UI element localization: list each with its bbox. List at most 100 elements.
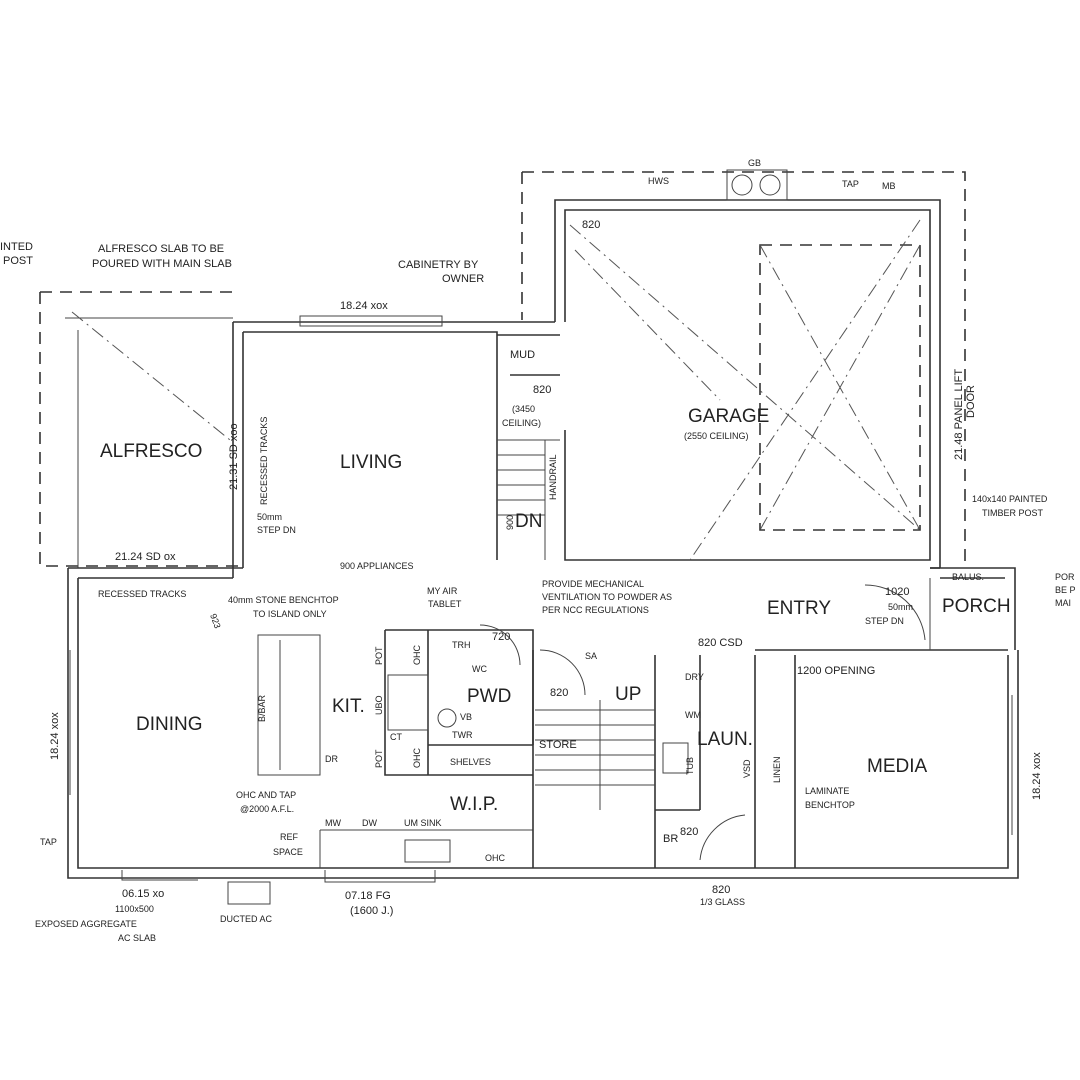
room-porch: PORCH (942, 596, 1011, 617)
dimension: 06.15 xo (122, 888, 164, 900)
note: 50mm (888, 602, 913, 612)
dimension: 18.24 xox (340, 300, 388, 312)
note: OWNER (442, 273, 484, 285)
note: OHC (412, 645, 422, 666)
note: TAP (842, 179, 859, 189)
room-store: STORE (539, 739, 577, 751)
note: 900 APPLIANCES (340, 561, 414, 571)
note: UM SINK (404, 818, 442, 828)
note: POT (374, 646, 384, 665)
dimension: 820 (533, 384, 551, 396)
walls (39, 169, 1019, 905)
note: GB (748, 158, 761, 168)
dimension: 1020 (885, 586, 909, 598)
note: EXPOSED AGGREGATE (35, 919, 137, 929)
note: DR (325, 754, 338, 764)
room-living: LIVING (340, 452, 402, 473)
room-wip: W.I.P. (450, 794, 498, 815)
note: REF (280, 832, 299, 842)
note: TUB (685, 757, 695, 775)
note: 40mm STONE BENCHTOP (228, 595, 339, 605)
note: @2000 A.F.L. (240, 804, 294, 814)
stair-up: UP (615, 684, 641, 705)
note: WM (685, 710, 701, 720)
dimension: 21.24 SD ox (115, 551, 176, 563)
note: CT (390, 732, 402, 742)
note: B/BAR (257, 694, 267, 722)
note: 1100x500 (115, 904, 154, 914)
dimension: 18.24 xox (1031, 752, 1043, 800)
dimension: 07.18 FG (345, 890, 391, 902)
dimension: 820 (550, 687, 568, 699)
note: BENCHTOP (805, 800, 855, 810)
note: MB (882, 181, 896, 191)
note: 1/3 GLASS (700, 897, 745, 907)
note: MY AIR (427, 586, 458, 596)
note: OHC AND TAP (236, 790, 296, 800)
note: VB (460, 712, 472, 722)
dimension: 923 (208, 612, 223, 630)
note: ALFRESCO SLAB TO BE (98, 243, 224, 255)
note: INTED (0, 241, 33, 253)
note: HANDRAIL (548, 454, 558, 500)
note: OHC (412, 748, 422, 769)
note: CEILING) (502, 418, 541, 428)
note: POR (1055, 572, 1075, 582)
dimension: 900 (505, 515, 515, 530)
note: TIMBER POST (982, 508, 1044, 518)
note: SPACE (273, 847, 303, 857)
note: POURED WITH MAIN SLAB (92, 258, 232, 270)
note: CABINETRY BY (398, 259, 479, 271)
note: 50mm (257, 512, 282, 522)
note: HWS (648, 176, 669, 186)
room-kit: KIT. (332, 696, 365, 717)
note: DUCTED AC (220, 914, 273, 924)
dimension: 820 CSD (698, 637, 743, 649)
note: 140x140 PAINTED (972, 494, 1048, 504)
note: LINEN (772, 756, 782, 783)
note: TABLET (428, 599, 462, 609)
note: TWR (452, 730, 473, 740)
room-mud: MUD (510, 349, 535, 361)
note: 1200 OPENING (797, 665, 875, 677)
dimension: 820 (582, 219, 600, 231)
room-garage: GARAGE (688, 406, 769, 427)
dimension: 21.31 SD xoo (228, 423, 240, 490)
note: SA (585, 651, 597, 661)
garage-ceiling: (2550 CEILING) (684, 431, 749, 441)
room-alfresco: ALFRESCO (100, 441, 202, 462)
room-pwd: PWD (467, 686, 511, 707)
note: WC (472, 664, 487, 674)
note: OHC (485, 853, 506, 863)
room-dining: DINING (136, 714, 203, 735)
note: BR (663, 833, 678, 845)
note: UBO (374, 695, 384, 715)
room-labels: ALFRESCO LIVING GARAGE (2550 CEILING) DI… (100, 349, 1011, 815)
dimension: 21.48 PANEL LIFT (953, 369, 965, 460)
note: BE P (1055, 585, 1076, 595)
note: PROVIDE MECHANICAL (542, 579, 644, 589)
dimension: 820 (712, 884, 730, 896)
dimension: 820 (680, 826, 698, 838)
note: MW (325, 818, 341, 828)
note: POST (3, 255, 33, 267)
note: LAMINATE (805, 786, 849, 796)
note: (3450 (512, 404, 535, 414)
note: RECESSED TRACKS (259, 417, 269, 505)
note: DW (362, 818, 377, 828)
dimension: DOOR (965, 385, 977, 418)
dimension: 720 (492, 631, 510, 643)
note: SHELVES (450, 757, 491, 767)
note: STEP DN (865, 616, 904, 626)
note: PER NCC REGULATIONS (542, 605, 649, 615)
room-media: MEDIA (867, 756, 928, 777)
note: VSD (742, 759, 752, 778)
note: TRH (452, 640, 471, 650)
dimension: (1600 J.) (350, 905, 393, 917)
note: AC SLAB (118, 933, 156, 943)
note: VENTILATION TO POWDER AS (542, 592, 672, 602)
note: BALUS. (952, 572, 984, 582)
note: RECESSED TRACKS (98, 589, 186, 599)
note: TO ISLAND ONLY (253, 609, 327, 619)
